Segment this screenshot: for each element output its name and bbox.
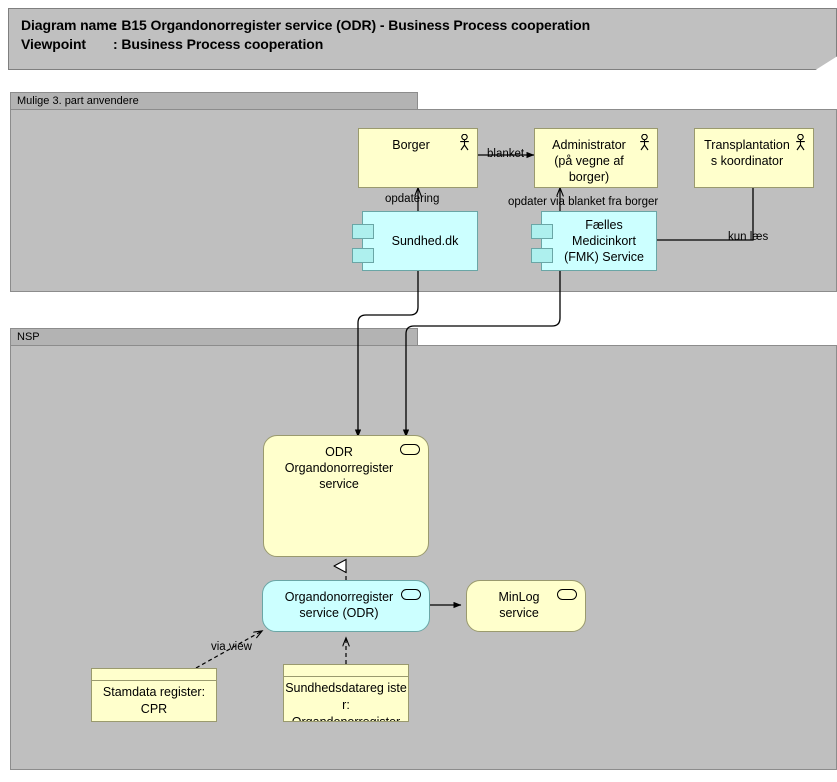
node-sundhed-dk-label: Sundhed.dk	[391, 234, 459, 248]
edge-label-opdatering: opdatering	[385, 193, 440, 205]
data-object-band	[92, 669, 216, 681]
component-icon	[531, 224, 553, 239]
component-icon	[531, 248, 553, 263]
node-odr-service-label: ODR Organdonorregister service	[284, 445, 394, 491]
edge-label-via-view: via view	[211, 641, 252, 653]
diagram-title-box: Diagram name: B15 Organdonorregister ser…	[8, 8, 837, 70]
node-stamdata-cpr[interactable]: Stamdata register: CPR	[91, 668, 217, 722]
node-odr-app-service[interactable]: Organdonorregister service (ODR)	[262, 580, 430, 632]
node-minlog-service[interactable]: MinLog service	[466, 580, 586, 632]
node-borger-label: Borger	[392, 138, 430, 152]
diagram-name-label: Diagram name	[21, 17, 117, 33]
viewpoint-label: Viewpoint	[21, 36, 86, 52]
diagram-name-line: Diagram name: B15 Organdonorregister ser…	[21, 17, 590, 33]
group-third-party-label: Mulige 3. part anvendere	[10, 92, 418, 110]
node-odr-app-service-label: Organdonorregister service (ODR)	[284, 590, 394, 620]
group-nsp-label: NSP	[10, 328, 418, 346]
viewpoint-line: Viewpoint : Business Process cooperation	[21, 36, 323, 52]
node-sundhedsdataregister-label: Sundhedsdatareg iste r: Organdonorregist…	[285, 681, 407, 722]
component-icon	[352, 248, 374, 263]
node-transplantation-koordinator[interactable]: Transplantation s koordinator	[694, 128, 814, 188]
node-minlog-service-label: MinLog service	[498, 590, 540, 620]
node-fmk-service[interactable]: Fælles Medicinkort (FMK) Service	[531, 211, 657, 271]
edge-label-opdater-via-blanket: opdater via blanket fra borger	[508, 196, 659, 208]
node-odr-service[interactable]: ODR Organdonorregister service	[263, 435, 429, 557]
service-badge-icon	[401, 589, 421, 600]
service-badge-icon	[557, 589, 577, 600]
edge-label-kun-laes: kun læs	[728, 231, 769, 243]
data-object-band	[284, 665, 408, 677]
node-administrator-label: Administrator (på vegne af borger)	[552, 138, 626, 184]
actor-stickman-icon	[640, 134, 649, 151]
service-badge-icon	[400, 444, 420, 455]
node-borger[interactable]: Borger	[358, 128, 478, 188]
node-stamdata-cpr-label: Stamdata register: CPR	[102, 685, 206, 716]
node-administrator[interactable]: Administrator (på vegne af borger)	[534, 128, 658, 188]
actor-stickman-icon	[796, 134, 805, 151]
node-fmk-service-label: Fælles Medicinkort (FMK) Service	[564, 218, 644, 264]
diagram-name-value: : B15 Organdonorregister service (ODR) -…	[113, 17, 591, 33]
component-icon	[352, 224, 374, 239]
edge-label-blanket: blanket	[487, 148, 525, 160]
node-sundhedsdataregister[interactable]: Sundhedsdatareg iste r: Organdonorregist…	[283, 664, 409, 722]
node-sundhed-dk[interactable]: Sundhed.dk	[352, 211, 478, 271]
node-transplantation-koordinator-label: Transplantation s koordinator	[704, 138, 790, 168]
actor-stickman-icon	[460, 134, 469, 151]
viewpoint-value: : Business Process cooperation	[113, 36, 324, 52]
